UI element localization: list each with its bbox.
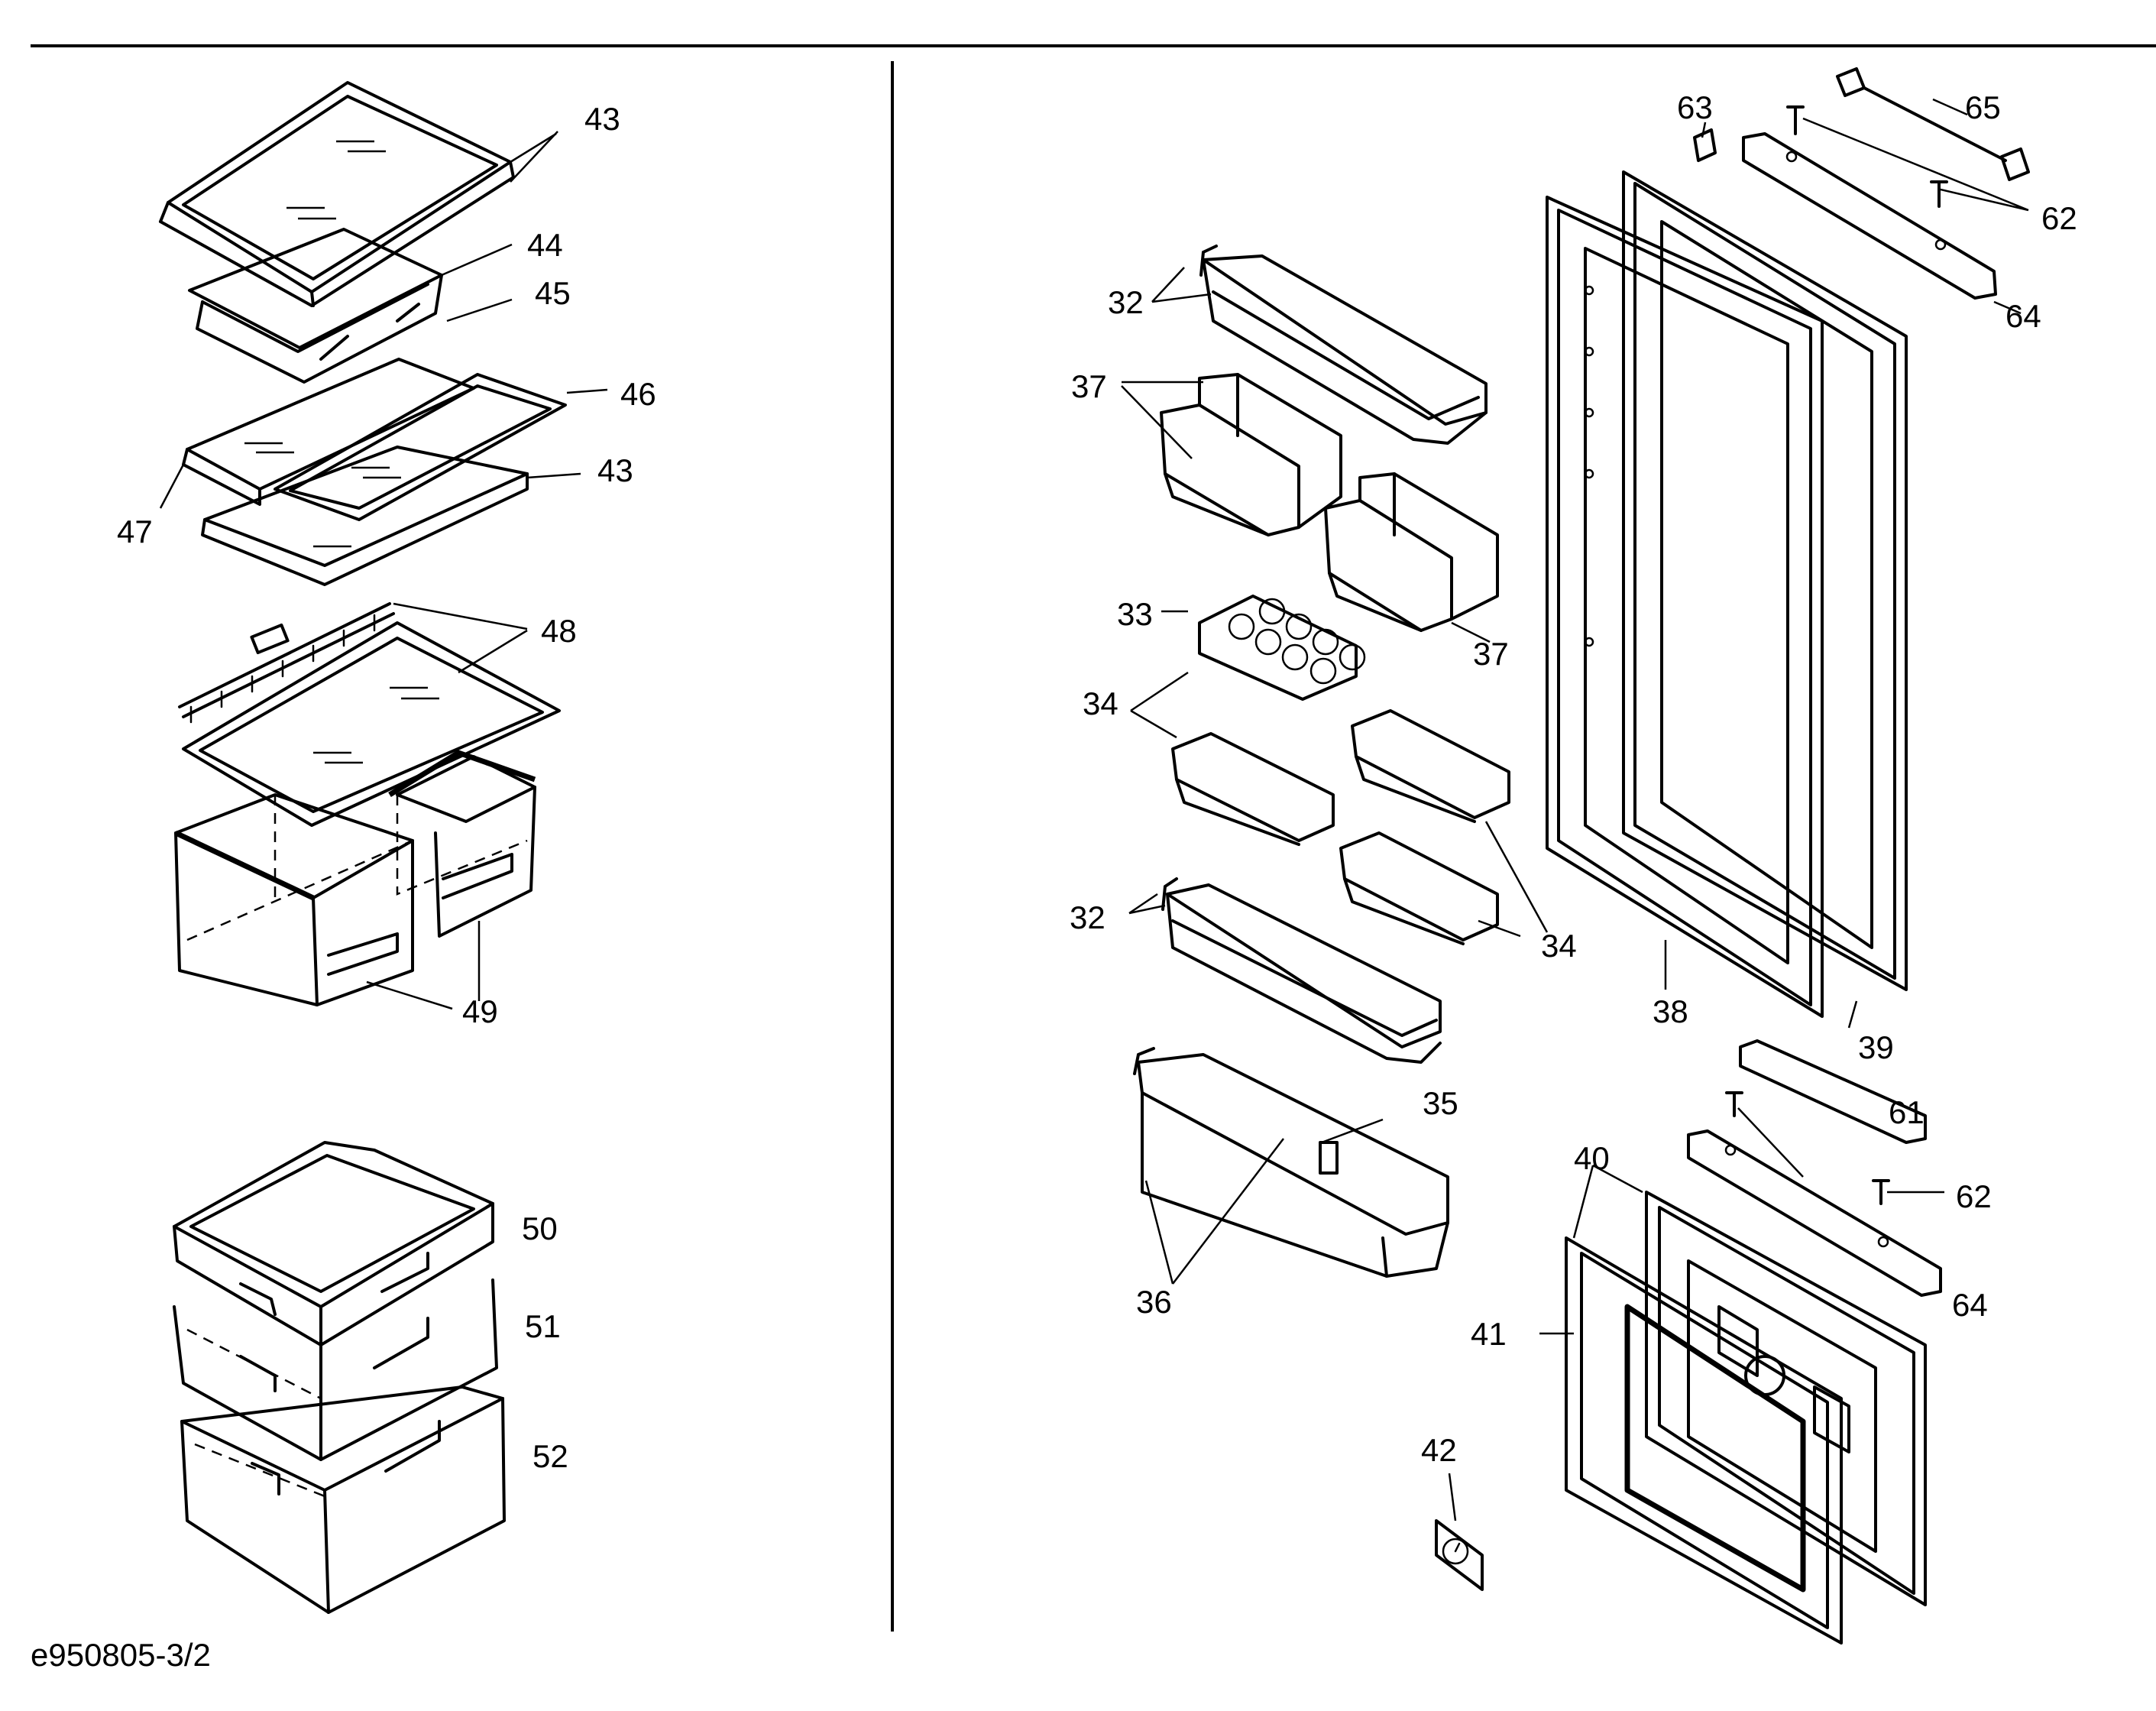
callout-49: 49: [462, 993, 498, 1029]
part-62-screws-lower: [1725, 1091, 1890, 1205]
left-leaders: [159, 131, 608, 1010]
callout-51: 51: [525, 1308, 561, 1344]
callout-44: 44: [527, 227, 563, 263]
callout-52: 52: [533, 1438, 568, 1474]
callout-35: 35: [1423, 1085, 1458, 1121]
callout-43-top: 43: [584, 101, 620, 137]
part-61-trim-cover: [1739, 1039, 1927, 1144]
callout-45: 45: [535, 275, 571, 311]
callout-62-lower: 62: [1956, 1178, 1992, 1214]
part-32-door-bin-top: [1199, 245, 1488, 445]
callout-34-right: 34: [1541, 928, 1577, 964]
part-38-door-liner: [1546, 196, 1824, 1018]
callout-50: 50: [522, 1210, 558, 1246]
part-63-clip: [1693, 128, 1717, 162]
callout-43-lower: 43: [597, 452, 633, 488]
callout-32-upper: 32: [1108, 284, 1144, 320]
part-33-egg-tray: [1198, 595, 1366, 701]
part-62-screws-upper: [1786, 105, 1948, 208]
part-39-door-gasket: [1622, 170, 1908, 991]
part-64-upper-hinge: [1742, 132, 1997, 300]
callout-64-upper: 64: [2005, 298, 2041, 334]
part-44-45-tray: [188, 228, 443, 384]
part-42-thermometer: [1435, 1519, 1484, 1591]
part-64-lower-hinge: [1687, 1129, 1942, 1297]
right-leaders: [1121, 98, 2029, 1521]
part-49-crisper-drawers: [174, 750, 536, 1006]
part-35-36-large-bin: [1133, 1047, 1449, 1278]
callout-36: 36: [1136, 1284, 1172, 1320]
callout-32-lower: 32: [1070, 899, 1106, 935]
part-52-drawer: [180, 1385, 506, 1614]
callout-39: 39: [1858, 1029, 1894, 1065]
callout-38: 38: [1653, 993, 1688, 1029]
callout-63: 63: [1677, 89, 1713, 125]
part-48-shelf-with-rail: [178, 602, 561, 827]
callout-48: 48: [541, 613, 577, 649]
part-34-small-bin-b: [1351, 709, 1510, 823]
callout-37-lower: 37: [1473, 636, 1509, 672]
callout-42: 42: [1421, 1432, 1457, 1468]
part-50-tray: [173, 1141, 494, 1346]
callout-65: 65: [1965, 89, 2001, 125]
callout-46: 46: [620, 376, 656, 412]
part-65-cable: [1836, 67, 2030, 181]
callout-64-lower: 64: [1952, 1287, 1988, 1323]
callout-34-left: 34: [1083, 685, 1118, 721]
part-34-small-bin-c: [1339, 831, 1499, 945]
part-34-small-bin-a: [1171, 732, 1335, 846]
callout-62-upper: 62: [2041, 200, 2077, 236]
document-code: e950805-3/2: [31, 1637, 211, 1673]
part-37-bin-lower: [1324, 472, 1499, 632]
part-51-drawer: [173, 1278, 498, 1461]
part-41-freezer-gasket: [1565, 1236, 1843, 1645]
callout-41: 41: [1471, 1316, 1507, 1352]
part-43-glass-shelf-top: [159, 81, 515, 307]
part-46-47-split-shelf: [182, 358, 567, 586]
callout-33: 33: [1117, 596, 1153, 632]
callout-61: 61: [1889, 1094, 1925, 1130]
callout-47: 47: [117, 514, 153, 549]
callout-37-upper: 37: [1071, 368, 1107, 404]
callout-40: 40: [1574, 1140, 1610, 1176]
